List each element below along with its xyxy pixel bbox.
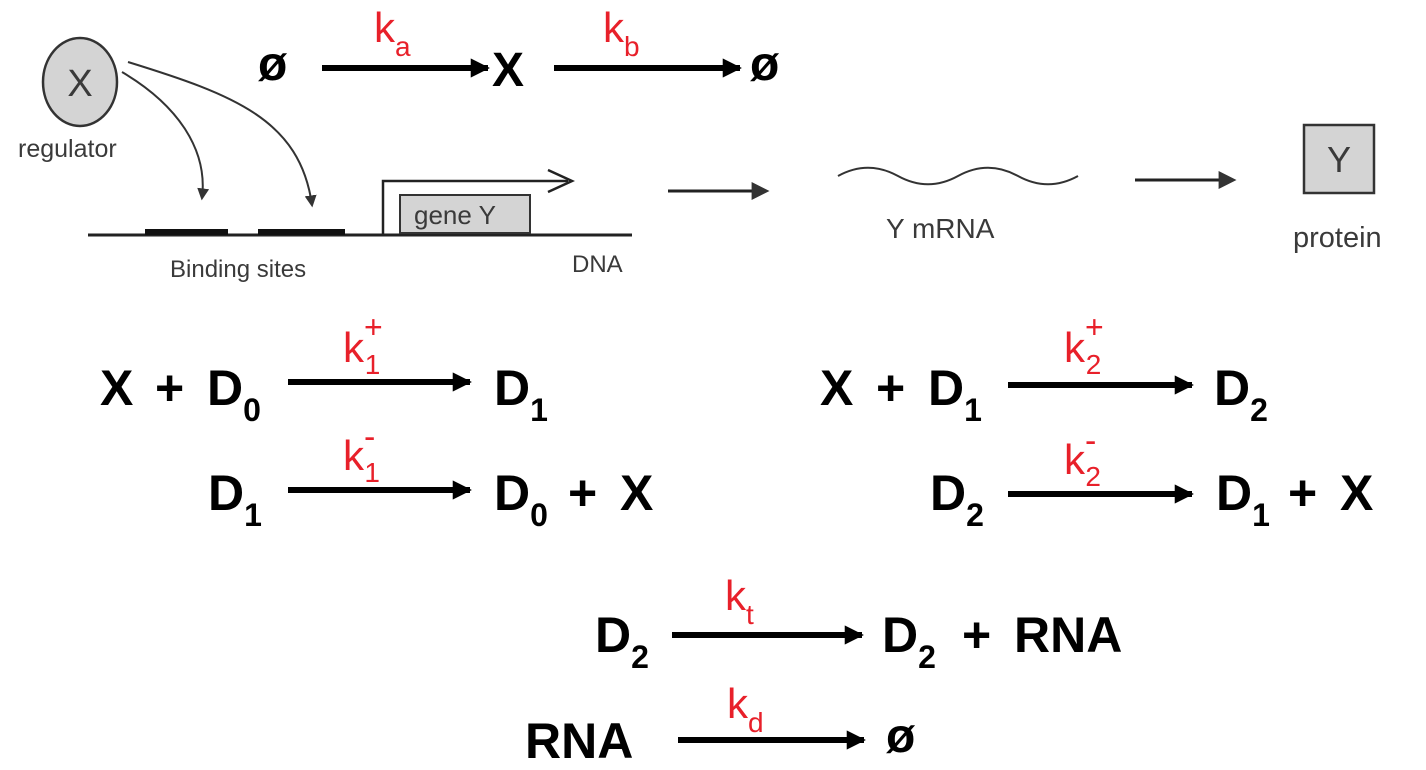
unbinding-reaction-2: D2 k-2 D1 + X — [930, 422, 1373, 533]
gene-y-label: gene Y — [414, 200, 496, 230]
species-d2: D2 — [882, 607, 936, 675]
species-d0: D0 — [207, 360, 261, 428]
binding-reaction-2: X + D1 k+2 D2 — [820, 309, 1268, 428]
species-d1: D1 — [928, 360, 982, 428]
species-x-top: X — [492, 44, 524, 97]
null-source-symbol: ø — [258, 38, 288, 91]
regulator-arrow-2 — [127, 61, 317, 208]
plus-sign: + — [568, 465, 597, 521]
dna-label: DNA — [572, 251, 623, 278]
rate-kb: kb — [603, 4, 640, 62]
transcription-reaction: D2 kt D2 + RNA — [595, 572, 1122, 675]
species-rna: RNA — [525, 713, 633, 769]
mrna-wave — [837, 166, 1079, 186]
plus-sign: + — [1288, 465, 1317, 521]
protein-box — [1302, 123, 1376, 195]
unbinding-reaction-1: D1 k-1 D0 + X — [208, 418, 653, 533]
regulator-label: regulator — [18, 135, 117, 163]
species-x: X — [820, 360, 853, 416]
rna-degradation-reaction: RNA kd ø — [525, 680, 916, 769]
rate-k1-minus: k-1 — [343, 418, 380, 488]
protein-symbol: Y — [1327, 139, 1351, 180]
gene-regulation-cartoon: X regulator Binding sites gene Y DNA Y m… — [18, 36, 1382, 283]
species-d0: D0 — [494, 465, 548, 533]
regulator-arrow-1 — [121, 71, 210, 201]
plus-sign: + — [155, 360, 184, 416]
gene-y-box — [399, 194, 531, 234]
promoter-arrowhead — [547, 168, 576, 194]
species-x: X — [1340, 465, 1373, 521]
rate-kd: kd — [727, 680, 764, 738]
species-d1: D1 — [1216, 465, 1270, 533]
null-sink-symbol: ø — [750, 38, 780, 91]
rate-k1-plus: k+1 — [343, 309, 383, 380]
rate-kt: kt — [725, 572, 754, 630]
promoter-arrow — [381, 179, 568, 235]
species-x: X — [100, 360, 133, 416]
species-x: X — [620, 465, 653, 521]
regulator-symbol: X — [67, 63, 92, 105]
species-d2: D2 — [595, 607, 649, 675]
x-production-reaction: ø ka X kb ø — [258, 4, 780, 97]
rate-ka: ka — [374, 4, 411, 62]
rate-k2-plus: k+2 — [1064, 309, 1104, 380]
regulator-circle — [41, 36, 119, 128]
species-d1: D1 — [494, 360, 548, 428]
species-d1: D1 — [208, 465, 262, 533]
plus-sign: + — [876, 360, 905, 416]
protein-label: protein — [1293, 222, 1382, 254]
binding-reaction-1: X + D0 k+1 D1 — [100, 309, 548, 428]
species-rna: RNA — [1014, 607, 1122, 663]
species-d2: D2 — [930, 465, 984, 533]
null-sink-symbol: ø — [886, 710, 916, 763]
mrna-label: Y mRNA — [886, 213, 995, 244]
plus-sign: + — [962, 607, 991, 663]
binding-sites-label: Binding sites — [170, 256, 306, 283]
rate-k2-minus: k-2 — [1064, 422, 1101, 492]
species-d2: D2 — [1214, 360, 1268, 428]
